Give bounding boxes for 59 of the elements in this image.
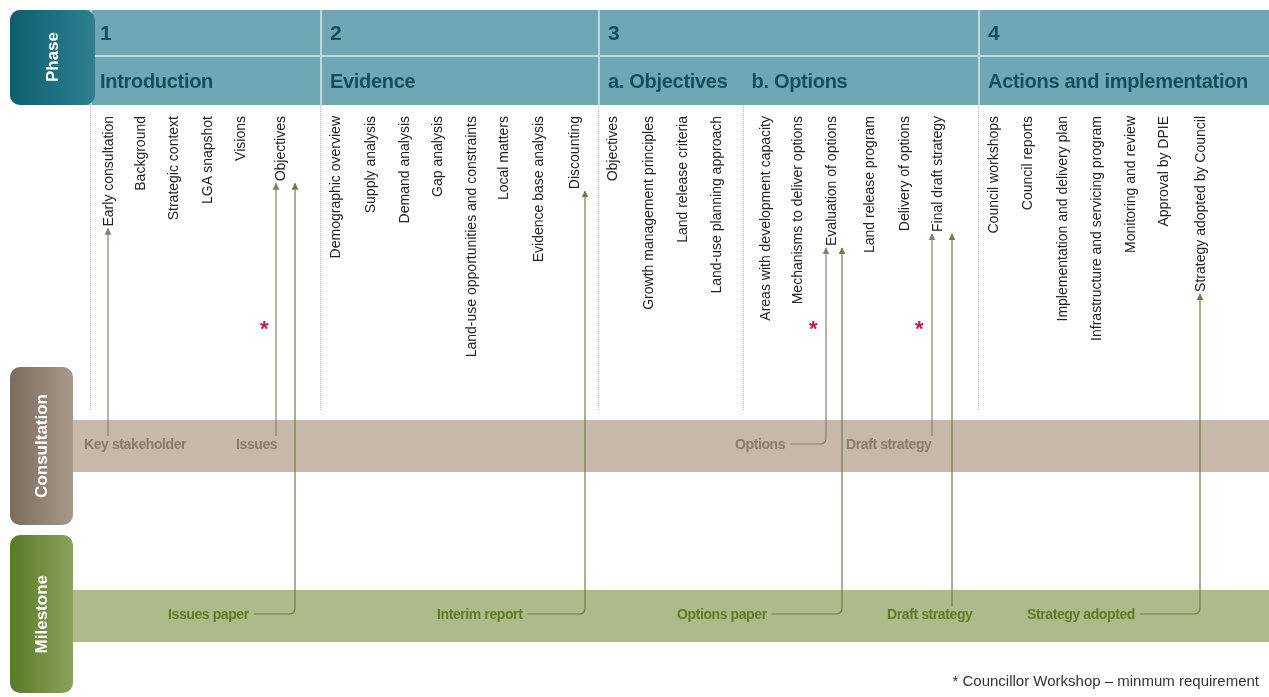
asterisk-mark: * bbox=[260, 318, 269, 340]
task-label: Supply analysis bbox=[352, 116, 388, 214]
phase-tab: Phase bbox=[10, 10, 95, 105]
task-label: Monitoring and review bbox=[1112, 116, 1148, 253]
task-label: Evidence base analysis bbox=[520, 116, 556, 263]
connector-arrow bbox=[1139, 293, 1204, 615]
connector-arrow bbox=[104, 227, 112, 437]
phase-heading: Introduction bbox=[100, 69, 214, 93]
task-label: Land release criteria bbox=[664, 116, 700, 243]
task-label: Discounting bbox=[556, 116, 592, 190]
connector-arrow bbox=[272, 182, 280, 437]
consultation-label: Key stakeholder bbox=[84, 436, 187, 452]
task-label: Strategic context bbox=[155, 116, 191, 221]
consultation-label: Issues bbox=[236, 436, 278, 452]
phase-heading: a. Objectives bbox=[608, 69, 728, 93]
phase-number: 4 bbox=[988, 20, 1000, 45]
connector-arrow bbox=[948, 233, 956, 607]
phase-heading: b. Options bbox=[751, 69, 848, 93]
task-label: Demographic overview bbox=[317, 116, 353, 259]
connector-arrow bbox=[928, 233, 936, 437]
connector-arrow bbox=[789, 247, 830, 445]
task-label: Delivery of options bbox=[886, 116, 922, 232]
consultation-tab: Consultation bbox=[10, 367, 73, 525]
milestone-label: Options paper bbox=[677, 606, 767, 622]
milestone-label: Draft strategy bbox=[887, 606, 973, 622]
milestone-tab: Milestone bbox=[10, 535, 73, 693]
task-label: Growth management principles bbox=[630, 116, 666, 310]
task-label: Demand analysis bbox=[386, 116, 422, 224]
phase-number: 3 bbox=[608, 20, 620, 45]
connector-arrow bbox=[253, 182, 299, 615]
connector-arrow bbox=[526, 190, 589, 615]
phase-number: 2 bbox=[330, 20, 342, 45]
consultation-label: Options bbox=[735, 436, 786, 452]
task-label: Objectives bbox=[594, 116, 630, 182]
asterisk-mark: * bbox=[915, 318, 924, 340]
milestone-label: Strategy adopted bbox=[1027, 606, 1135, 622]
task-label: Gap analysis bbox=[419, 116, 455, 197]
task-label: Strategy adopted by Council bbox=[1182, 116, 1218, 292]
asterisk-mark: * bbox=[809, 318, 818, 340]
task-label: Approval by DPIE bbox=[1145, 116, 1181, 227]
task-label: Implementation and delivery plan bbox=[1044, 116, 1080, 322]
task-label: Objectives bbox=[262, 116, 298, 182]
milestone-label: Issues paper bbox=[168, 606, 249, 622]
task-label: Council workshops bbox=[975, 116, 1011, 234]
footnote: * Councillor Workshop – minmum requirement bbox=[952, 672, 1259, 689]
task-label: Visions bbox=[222, 116, 258, 161]
phase-number: 1 bbox=[100, 20, 112, 45]
phase-heading: Evidence bbox=[330, 69, 416, 93]
task-label: Land release program bbox=[851, 116, 887, 253]
connector-arrow bbox=[771, 247, 846, 615]
task-label: Final draft strategy bbox=[919, 116, 955, 232]
phase-heading: Actions and implementation bbox=[988, 69, 1248, 93]
consultation-label: Draft strategy bbox=[846, 436, 932, 452]
task-label: Land-use planning approach bbox=[698, 116, 734, 294]
task-label: LGA snapshot bbox=[189, 116, 225, 204]
task-label: Evaluation of options bbox=[813, 116, 849, 246]
task-label: Infrastructure and servicing program bbox=[1078, 116, 1114, 341]
task-label: Council reports bbox=[1009, 116, 1045, 211]
milestone-label: Interim report bbox=[437, 606, 523, 622]
